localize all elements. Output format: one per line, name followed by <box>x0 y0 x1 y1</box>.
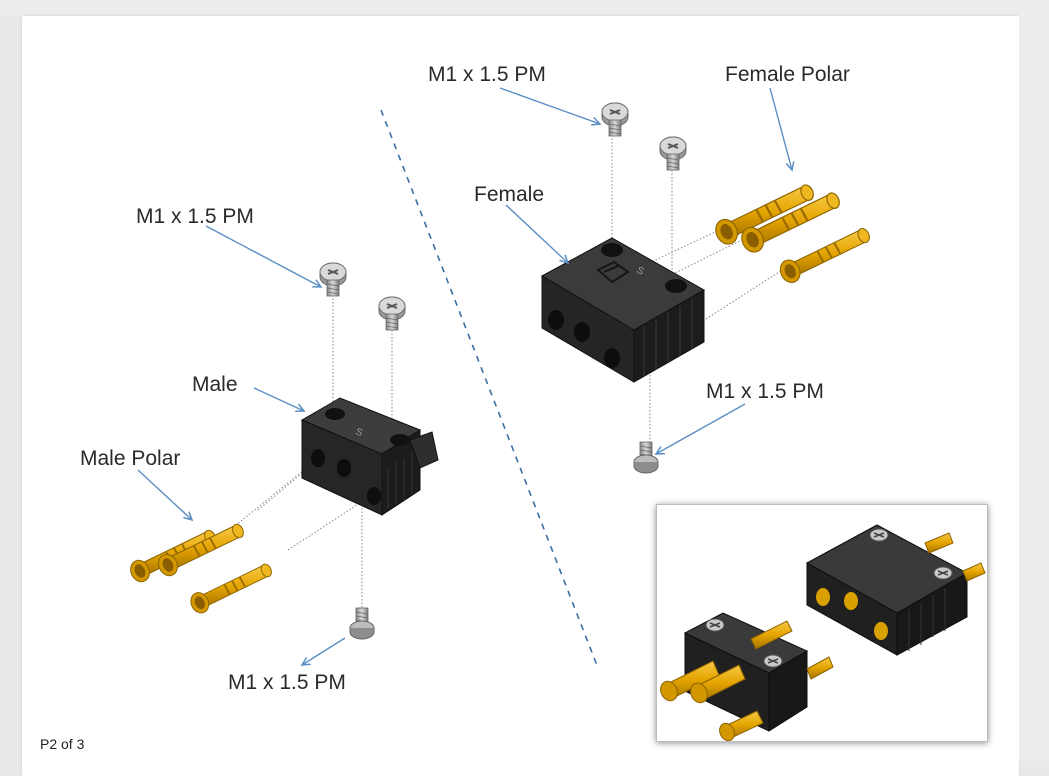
viewer-scrollbar-strip[interactable] <box>1019 0 1049 761</box>
screw-icon <box>378 296 406 331</box>
female-top-screw-label: M1 x 1.5 PM <box>428 63 546 86</box>
female-assembly: S <box>540 102 873 474</box>
screw-icon <box>633 441 659 474</box>
assembled-connectors-image <box>660 524 986 742</box>
divider-line <box>380 109 599 669</box>
svg-text:S: S <box>635 265 646 278</box>
pin-icon <box>660 620 834 742</box>
male-top-screw-label: M1 x 1.5 PM <box>136 205 254 228</box>
connector-housing-icon <box>805 524 969 656</box>
male-polar-label: Male Polar <box>80 447 181 470</box>
connector-housing-icon: S <box>540 237 706 383</box>
page-number: P2 of 3 <box>40 736 85 752</box>
screw-icon <box>659 136 687 171</box>
screw-icon <box>349 607 375 640</box>
pin-icon <box>186 561 275 617</box>
pin-icon <box>924 532 986 582</box>
female-bottom-screw-label: M1 x 1.5 PM <box>706 380 824 403</box>
callout-arrows <box>137 87 792 665</box>
svg-text:S: S <box>354 426 364 439</box>
female-label: Female <box>474 183 545 206</box>
male-bottom-screw-label: M1 x 1.5 PM <box>228 671 346 694</box>
screw-icon <box>601 102 629 137</box>
assembled-connectors-inset <box>656 504 988 742</box>
female-polar-label: Female Polar <box>725 63 850 86</box>
pin-icon <box>775 225 873 287</box>
screw-icon <box>319 262 347 297</box>
male-label: Male <box>192 373 238 396</box>
connector-housing-icon: S <box>300 397 439 516</box>
male-assembly: S <box>126 262 439 640</box>
viewer-top-strip <box>0 0 1049 16</box>
